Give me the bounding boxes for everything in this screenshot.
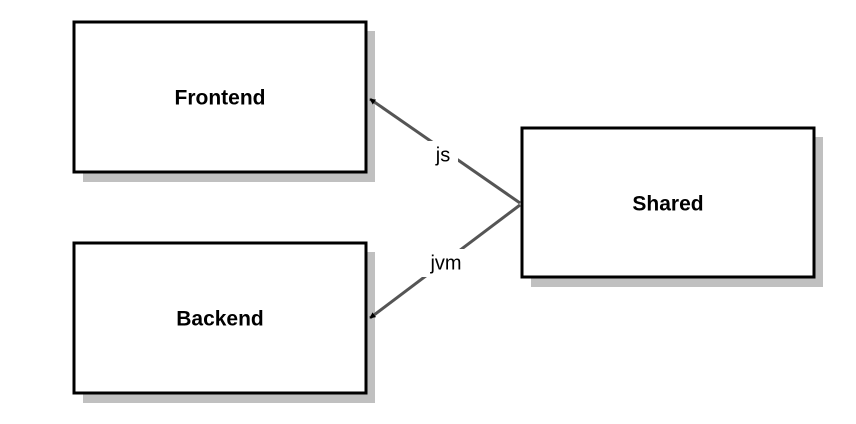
shared-node-box [520,126,816,279]
backend-node-label: Backend [176,308,264,331]
edge-shared-to-backend[interactable]: jvm [369,203,521,320]
edge-js-label: js [435,144,450,166]
frontend-node[interactable]: Frontend [72,20,375,182]
shared-node-label: Shared [632,193,703,216]
edge-jvm-label-background [422,249,470,277]
backend-node[interactable]: Backend [72,241,375,403]
frontend-node-box [72,20,368,174]
edge-jvm-label: jvm [429,252,461,274]
shared-node[interactable]: Shared [520,126,823,287]
backend-node-box [72,241,368,395]
edge-shared-to-frontend[interactable]: js [369,97,521,205]
frontend-node-label: Frontend [175,87,266,110]
edge-js-label-background [428,141,458,169]
